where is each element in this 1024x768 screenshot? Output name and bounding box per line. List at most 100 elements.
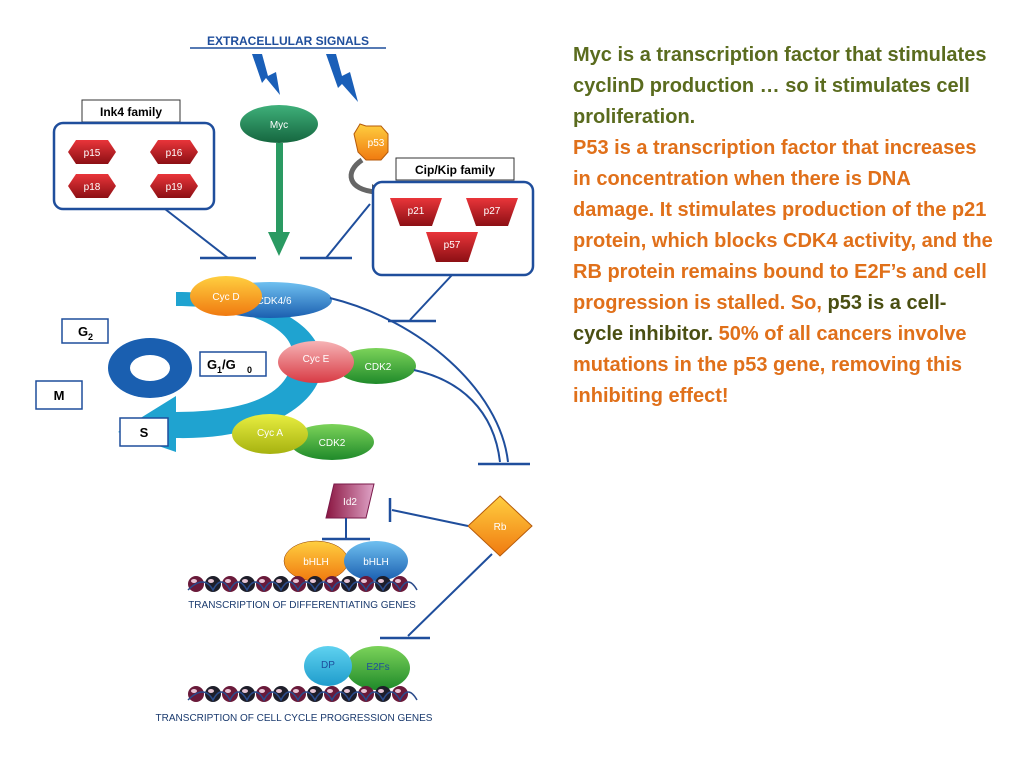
myc-protein: Myc [240,105,318,143]
svg-text:p18: p18 [84,182,101,193]
svg-text:bHLH: bHLH [363,557,389,568]
p53-induction-arrow [348,157,377,195]
explanation-text-panel: Myc is a transcription factor that stimu… [573,40,993,412]
myc-explanation: Myc is a transcription factor that stimu… [573,44,987,128]
svg-text:Rb: Rb [494,522,507,533]
chromatin-strand-cell-cycle [187,686,418,702]
cdk-rb-line-1 [329,297,509,463]
svg-text:0: 0 [247,365,252,375]
cipkip-member-p27: p27 [466,198,518,226]
phase-m-box: M [35,380,83,410]
ink4-family-label: Ink4 family [100,105,162,119]
bhlh-protein-2: bHLH [344,541,408,581]
svg-text:Myc: Myc [270,120,288,131]
svg-text:Cyc E: Cyc E [303,354,330,365]
ink4-member-p18: p18 [68,174,116,198]
nucleosome-highlight [361,579,367,583]
phase-s-box: S [119,417,169,447]
nucleosome-highlight [191,579,197,583]
ink4-member-p19: p19 [150,174,198,198]
svg-text:p16: p16 [166,148,183,159]
svg-text:/G: /G [222,357,236,372]
svg-text:p21: p21 [408,206,425,217]
ink4-inhibition-line [164,208,229,259]
lightning-bolt-icon [326,54,358,102]
cipkip-inhibition-line [325,203,371,259]
chromatin-strand-differentiating [187,576,418,592]
cipkip-family-box [395,157,515,181]
svg-text:G: G [207,357,217,372]
nucleosome-highlight [225,689,231,693]
rb-id2-inhibition-line [391,509,469,527]
nucleosome-highlight [395,579,401,583]
nucleosome-highlight [259,689,265,693]
svg-text:CDK4/6: CDK4/6 [256,296,291,307]
cell-cycle-diagram: EXTRACELLULAR SIGNALS Ink4 family p15 p1… [35,34,535,724]
nucleosome-highlight [276,689,282,693]
phase-g1-g0-box: G 1 /G 0 [199,351,267,377]
myc-arrowhead [268,232,290,256]
extracellular-signals-label: EXTRACELLULAR SIGNALS [207,34,369,48]
dna-strand [187,691,418,702]
cdk2-a-complex: CDK2 [290,424,374,460]
nucleosome-highlight [378,689,384,693]
p53-protein: p53 [353,123,389,161]
nucleosome-highlight [191,689,197,693]
myc-activation-arrow [276,143,283,235]
cipkip-member-p57: p57 [426,232,478,262]
svg-text:p19: p19 [166,182,183,193]
cdk-rb-line-2 [413,369,501,463]
svg-text:E2Fs: E2Fs [366,662,389,673]
nucleosome-highlight [327,689,333,693]
dp-protein: DP [304,646,352,686]
svg-text:p15: p15 [84,148,101,159]
phase-g2-box: G 2 [61,318,109,344]
e2fs-protein: E2Fs [346,646,410,690]
p53-explanation-part3: 50% of all cancers involve mutations in … [573,323,967,407]
nucleosome-highlight [242,579,248,583]
svg-text:Cyc D: Cyc D [212,292,239,303]
svg-text:p53: p53 [368,138,385,149]
caption-cell-cycle-genes: TRANSCRIPTION OF CELL CYCLE PROGRESSION … [156,713,433,724]
dna-strand [187,581,418,592]
svg-text:1: 1 [217,365,222,375]
svg-text:bHLH: bHLH [303,557,329,568]
svg-text:2: 2 [88,332,93,342]
cyclin-e: Cyc E [278,341,354,383]
nucleosome-highlight [259,579,265,583]
p53-explanation-emphasis: p53 is a cell-cycle inhibitor. [573,292,947,345]
svg-text:Cyc A: Cyc A [257,428,283,439]
nucleosome-highlight [327,579,333,583]
cyclin-d: Cyc D [190,276,262,316]
cdk2-e-complex: CDK2 [336,348,416,384]
svg-text:S: S [140,425,149,440]
nucleosome-highlight [225,579,231,583]
cipkip-member-p21: p21 [390,198,442,226]
svg-text:p27: p27 [484,206,501,217]
svg-text:p57: p57 [444,240,461,251]
svg-text:CDK2: CDK2 [319,438,346,449]
bhlh-protein-1: bHLH [283,540,349,582]
nucleosome-highlight [208,579,214,583]
cipkip-family-label: Cip/Kip family [415,163,495,177]
nucleosome-highlight [310,689,316,693]
ink4-member-p16: p16 [150,140,198,164]
cycle-ring [108,338,192,398]
svg-text:DP: DP [321,660,335,671]
caption-differentiating-genes: TRANSCRIPTION OF DIFFERENTIATING GENES [188,600,416,611]
nucleosome-highlight [242,689,248,693]
nucleosome-highlight [344,579,350,583]
nucleosome-highlight [344,689,350,693]
nucleosome-highlight [395,689,401,693]
svg-text:Id2: Id2 [343,497,357,508]
cell-cycle-arrow [118,292,323,452]
nucleosome-highlight [378,579,384,583]
p53-explanation: P53 is a transcription factor that incre… [573,133,993,412]
nucleosome-highlight [310,579,316,583]
nucleosome-highlight [208,689,214,693]
svg-text:M: M [54,388,65,403]
p53-explanation-part1: P53 is a transcription factor that incre… [573,137,993,314]
rb-protein: Rb [467,495,533,557]
cipkip-inhibition-line-2 [409,274,453,321]
nucleosome-highlight [361,689,367,693]
